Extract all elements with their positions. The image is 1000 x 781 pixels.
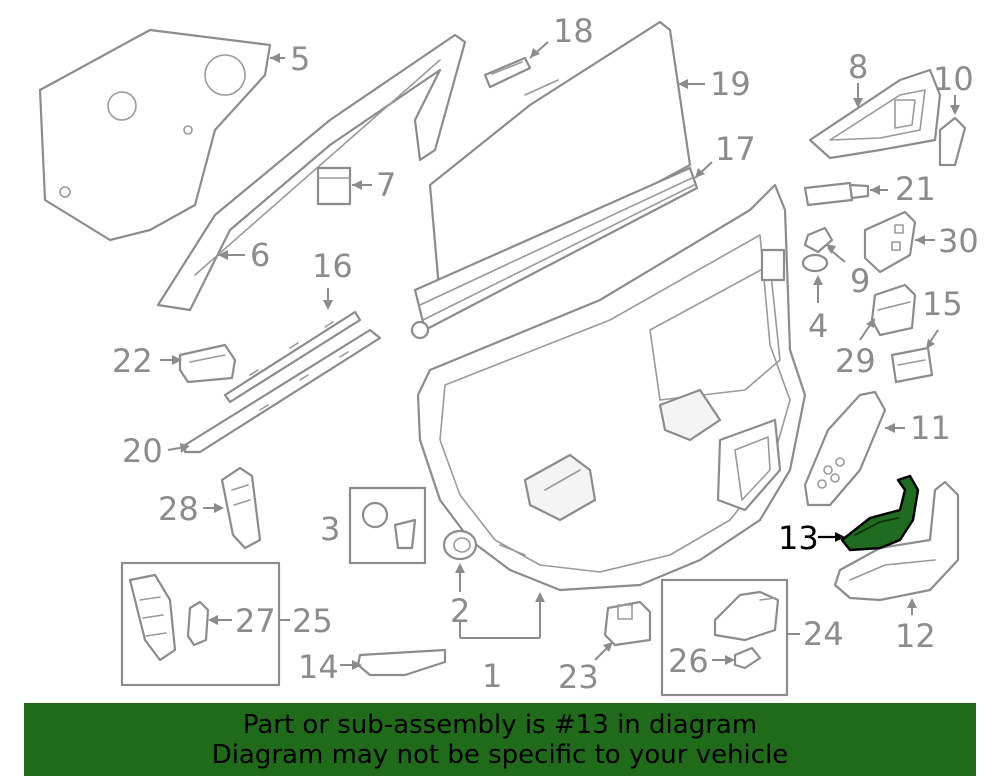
part-20-lower-seal <box>167 328 382 454</box>
callout-10: 10 <box>933 60 974 98</box>
callout-19: 19 <box>710 65 751 103</box>
callout-20: 20 <box>122 432 163 470</box>
part-10-cap <box>938 95 967 167</box>
part-11-speaker-grille <box>803 390 905 507</box>
callout-14: 14 <box>298 648 339 686</box>
part-2-grommet <box>442 529 478 592</box>
part-5-insulation-panel <box>38 28 285 242</box>
callout-3: 3 <box>320 510 340 548</box>
callout-2: 2 <box>450 592 470 630</box>
part-21-connector <box>803 181 888 207</box>
callout-17: 17 <box>715 130 756 168</box>
callout-18: 18 <box>553 12 594 50</box>
callout-7: 7 <box>376 166 396 204</box>
callout-15: 15 <box>922 285 963 323</box>
part-8-handle-bezel <box>808 68 942 160</box>
info-banner: Part or sub-assembly is #13 in diagram D… <box>24 703 976 776</box>
callout-1: 1 <box>482 657 502 695</box>
banner-line-2: Diagram may not be specific to your vehi… <box>211 739 789 770</box>
part-23-connector <box>594 600 652 661</box>
callout-13: 13 <box>778 519 819 557</box>
part-18-switch <box>483 41 549 89</box>
part-7-clip <box>316 166 372 206</box>
callout-25: 25 <box>292 602 333 640</box>
part-25-lamp-assembly <box>120 561 290 687</box>
callout-11: 11 <box>910 409 951 447</box>
callout-23: 23 <box>558 658 599 696</box>
part-1-door-trim-panel <box>416 183 807 639</box>
callout-6: 6 <box>250 236 270 274</box>
callout-12: 12 <box>895 617 936 655</box>
callout-4: 4 <box>808 307 828 345</box>
callout-9: 9 <box>850 262 870 300</box>
part-16-seal-strip <box>223 288 362 404</box>
part-17-regulator-rail <box>410 161 713 340</box>
callout-28: 28 <box>158 490 199 528</box>
part-24-light-assembly <box>660 578 800 697</box>
callout-27: 27 <box>235 602 276 640</box>
callout-30: 30 <box>938 222 979 260</box>
part-29-switch <box>859 283 917 341</box>
callout-26: 26 <box>668 642 709 680</box>
callout-8: 8 <box>848 48 868 86</box>
part-4-screw <box>801 253 829 303</box>
part-3-clip-kit <box>348 486 427 565</box>
part-22-control-module <box>160 343 237 384</box>
part-12-armrest <box>833 480 960 615</box>
part-9-clip <box>803 226 846 263</box>
callout-22: 22 <box>112 342 153 380</box>
part-13-door-handle-highlighted <box>818 474 920 552</box>
part-15-switch <box>890 329 939 384</box>
part-14-lower-trim <box>340 648 447 677</box>
callout-16: 16 <box>312 247 353 285</box>
part-19-window-glass <box>428 20 705 302</box>
banner-line-1: Part or sub-assembly is #13 in diagram <box>242 709 758 740</box>
callout-29: 29 <box>835 342 876 380</box>
callout-24: 24 <box>803 615 844 653</box>
callout-21: 21 <box>895 170 936 208</box>
part-28-trim-piece <box>203 466 262 550</box>
callout-5: 5 <box>290 40 310 78</box>
part-30-switch-panel <box>863 210 935 274</box>
